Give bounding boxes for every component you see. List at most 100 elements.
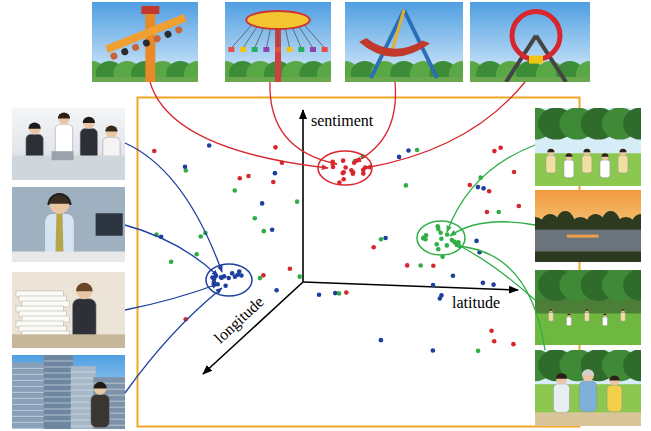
person-head bbox=[548, 149, 555, 156]
building bbox=[12, 362, 46, 429]
data-point bbox=[258, 276, 263, 281]
data-point bbox=[183, 164, 188, 169]
window-row bbox=[44, 385, 73, 386]
data-point bbox=[492, 149, 497, 154]
swing-seat bbox=[310, 47, 316, 52]
window-row bbox=[44, 367, 73, 368]
window-row bbox=[71, 390, 96, 391]
data-point bbox=[288, 266, 293, 271]
data-point bbox=[498, 145, 503, 150]
swing-seat bbox=[298, 47, 304, 52]
data-point bbox=[397, 155, 402, 160]
photo bbox=[535, 190, 641, 262]
photo bbox=[535, 350, 641, 426]
pointer-arrow bbox=[125, 284, 218, 310]
person-body bbox=[91, 394, 110, 427]
swing-seat bbox=[322, 47, 328, 52]
rider bbox=[174, 25, 183, 34]
person-head bbox=[621, 309, 624, 312]
person-hair bbox=[603, 314, 607, 316]
data-point bbox=[481, 186, 486, 191]
data-point bbox=[379, 237, 384, 242]
data-point bbox=[351, 170, 356, 175]
swing-seat bbox=[252, 47, 258, 52]
cluster-ellipse bbox=[417, 221, 465, 255]
chain bbox=[231, 24, 252, 48]
person-hair bbox=[28, 123, 40, 129]
water bbox=[535, 230, 641, 252]
plot-frame bbox=[138, 98, 580, 427]
window-row bbox=[44, 379, 73, 380]
tree-canopy bbox=[623, 108, 641, 140]
person-body bbox=[621, 312, 626, 321]
data-point bbox=[512, 170, 517, 175]
data-point bbox=[246, 174, 251, 179]
data-point bbox=[331, 165, 336, 170]
data-point bbox=[361, 168, 366, 173]
data-point bbox=[297, 274, 302, 279]
data-point bbox=[212, 276, 217, 281]
ring bbox=[512, 12, 560, 60]
photo bbox=[12, 187, 125, 262]
ride-arm bbox=[105, 14, 190, 61]
window-row bbox=[12, 398, 46, 399]
person-hair bbox=[94, 382, 107, 389]
bank bbox=[535, 251, 641, 262]
axis-line bbox=[303, 282, 518, 290]
cabin bbox=[529, 56, 543, 64]
data-point bbox=[404, 183, 409, 188]
swing-seat bbox=[287, 47, 293, 52]
pointer-arrow bbox=[447, 145, 535, 232]
person-body bbox=[582, 155, 592, 173]
pointer-arrow bbox=[125, 225, 218, 276]
data-point bbox=[450, 238, 455, 243]
window-row bbox=[44, 403, 73, 404]
pointer-arrow bbox=[125, 288, 222, 393]
axis-label: longitude bbox=[211, 293, 268, 347]
person-hair bbox=[565, 153, 572, 157]
data-point bbox=[439, 236, 444, 241]
tree-canopy bbox=[623, 270, 641, 301]
person-head bbox=[620, 149, 627, 156]
data-point bbox=[341, 158, 346, 163]
person-hair bbox=[601, 153, 608, 157]
rider bbox=[109, 52, 118, 61]
person-hair bbox=[567, 314, 571, 316]
data-point bbox=[487, 189, 492, 194]
axis-line bbox=[203, 282, 303, 374]
data-point bbox=[468, 183, 473, 188]
photo bbox=[12, 272, 125, 348]
data-point bbox=[415, 148, 420, 153]
sky bbox=[535, 190, 641, 262]
person-head bbox=[585, 309, 588, 312]
tree-canopy bbox=[623, 350, 641, 381]
data-point bbox=[219, 275, 224, 280]
person-body bbox=[584, 312, 589, 321]
swing-seat bbox=[263, 47, 269, 52]
person-head bbox=[582, 369, 594, 381]
person-head bbox=[556, 373, 567, 384]
data-point bbox=[271, 180, 276, 185]
window-row bbox=[44, 397, 73, 398]
data-point bbox=[341, 171, 346, 176]
person-head bbox=[602, 153, 609, 160]
scatter-dots bbox=[152, 143, 521, 353]
rider bbox=[153, 34, 162, 43]
person-body bbox=[548, 312, 553, 321]
window-row bbox=[12, 422, 46, 423]
person-head bbox=[94, 382, 107, 395]
person-body bbox=[579, 381, 596, 412]
window-row bbox=[44, 373, 73, 374]
window-row bbox=[71, 426, 96, 427]
data-point bbox=[418, 263, 423, 268]
person-head bbox=[567, 314, 570, 317]
person-head bbox=[106, 126, 118, 138]
ship bbox=[359, 38, 430, 57]
data-point bbox=[517, 204, 522, 209]
data-point bbox=[261, 229, 266, 234]
data-point bbox=[431, 263, 436, 268]
person-body bbox=[553, 384, 569, 413]
chain bbox=[303, 24, 324, 48]
ground bbox=[92, 77, 198, 82]
